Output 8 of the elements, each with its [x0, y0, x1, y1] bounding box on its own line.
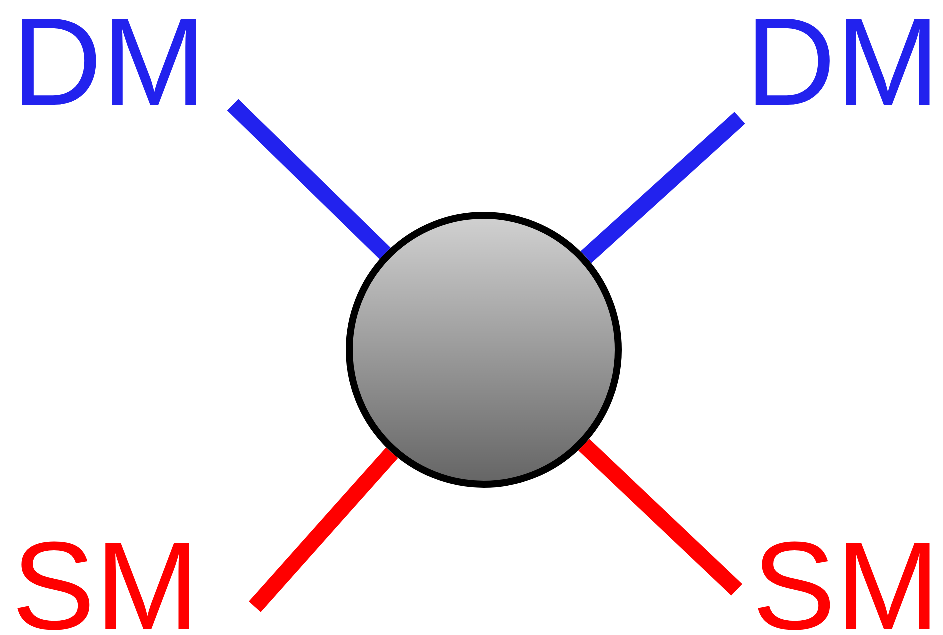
connector-line [580, 112, 746, 264]
particle-label: SM [12, 524, 200, 635]
connector-line [227, 99, 391, 260]
connector-line [578, 439, 742, 596]
particle-label: DM [12, 0, 206, 125]
particle-label: DM [746, 0, 940, 125]
connector-line [249, 448, 398, 612]
particle-label: SM [752, 524, 940, 635]
